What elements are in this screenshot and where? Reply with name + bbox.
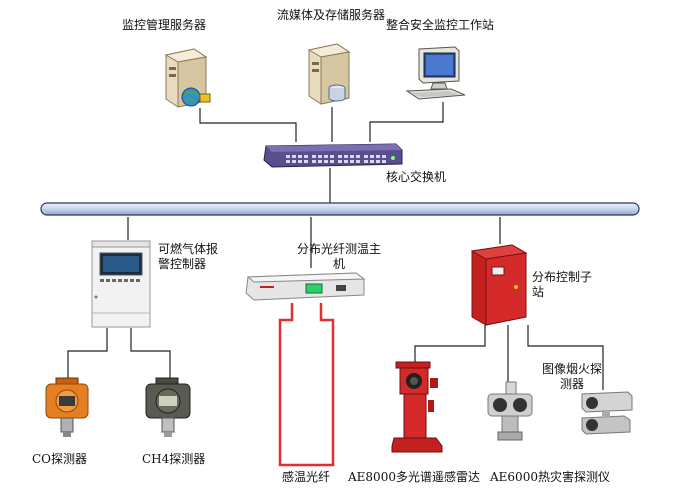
red-radar-tower-icon (391, 361, 443, 453)
grey-gas-detector-icon (145, 377, 191, 437)
server-tower-globe-icon (164, 48, 211, 108)
red-cabinet-icon (470, 244, 528, 326)
server-tower-disk-icon (307, 43, 351, 105)
fiber-host-label: 分布光纤测温主机 (296, 242, 381, 271)
substation-label: 分布控制子站 (532, 270, 593, 299)
sensing-fiber-loop (278, 303, 335, 467)
rack-unit-icon (245, 272, 366, 301)
workstation-label: 整合安全监控工作站 (386, 18, 495, 32)
monitor-server-label: 监控管理服务器 (122, 18, 207, 32)
core-switch-label: 核心交换机 (386, 170, 447, 184)
ch4-detector-label: CH4探测器 (142, 452, 206, 466)
network-switch-icon (263, 143, 403, 168)
image-detector-label: 图像烟火探测器 (541, 362, 602, 391)
desktop-computer-icon (405, 46, 466, 100)
ae8000-label: AE8000多光谱遥感雷达 (348, 470, 480, 484)
ptz-camera-icon (487, 381, 533, 441)
bullet-camera-icon (581, 391, 633, 435)
media-server-label: 流媒体及存储服务器 (276, 8, 385, 22)
orange-gas-detector-icon (45, 377, 89, 437)
ae6000-label: AE6000热灾害探测仪 (490, 470, 610, 484)
network-bus (40, 202, 640, 216)
gas-alarm-controller-icon (91, 240, 151, 328)
co-detector-label: CO探测器 (32, 452, 88, 466)
sensing-fiber-label: 感温光纤 (282, 470, 331, 484)
gas-controller-label: 可燃气体报警控制器 (158, 242, 219, 271)
